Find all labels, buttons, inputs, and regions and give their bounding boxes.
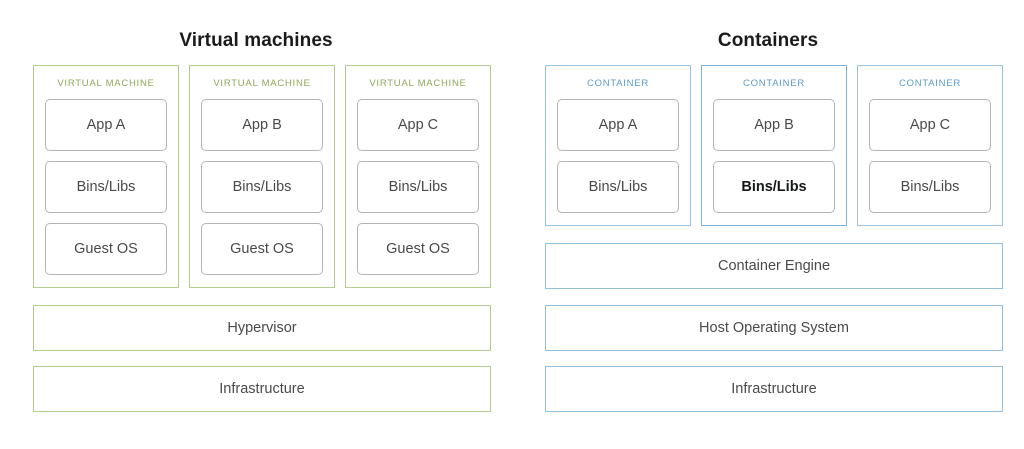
container-panel-3: CONTAINER App C Bins/Libs	[857, 65, 1003, 226]
container1-app-cell: App A	[557, 99, 679, 151]
host-operating-system-bar: Host Operating System	[545, 305, 1003, 351]
virtual-machines-section: Virtual machines VIRTUAL MACHINE App A B…	[33, 30, 491, 412]
vm1-app-cell: App A	[45, 99, 167, 151]
containers-title: Containers	[717, 30, 819, 51]
container2-app-cell: App B	[713, 99, 835, 151]
vm-infrastructure-bar: Infrastructure	[33, 366, 491, 412]
vm2-guestos-cell: Guest OS	[201, 223, 323, 275]
container-infrastructure-bar: Infrastructure	[545, 366, 1003, 412]
vm1-binslibs-cell: Bins/Libs	[45, 161, 167, 213]
containers-section: Containers CONTAINER App A Bins/Libs CON…	[512, 0, 1024, 449]
virtual-machine-label-1: VIRTUAL MACHINE	[57, 78, 155, 89]
container-label-1: CONTAINER	[587, 78, 649, 89]
container-panel-group: CONTAINER App A Bins/Libs CONTAINER App …	[545, 65, 1003, 226]
vm3-app-cell: App C	[357, 99, 479, 151]
vm3-guestos-cell: Guest OS	[357, 223, 479, 275]
virtual-machine-panel-1: VIRTUAL MACHINE App A Bins/Libs Guest OS	[33, 65, 179, 288]
virtual-machines-title: Virtual machines	[179, 30, 333, 51]
container3-app-cell: App C	[869, 99, 991, 151]
container-label-2: CONTAINER	[743, 78, 805, 89]
container3-binslibs-cell: Bins/Libs	[869, 161, 991, 213]
virtual-machine-panel-3: VIRTUAL MACHINE App C Bins/Libs Guest OS	[345, 65, 491, 288]
virtual-machine-label-3: VIRTUAL MACHINE	[369, 78, 467, 89]
vm2-app-cell: App B	[201, 99, 323, 151]
virtual-machine-label-2: VIRTUAL MACHINE	[213, 78, 311, 89]
container-label-3: CONTAINER	[899, 78, 961, 89]
container2-binslibs-cell: Bins/Libs	[713, 161, 835, 213]
vm1-guestos-cell: Guest OS	[45, 223, 167, 275]
virtual-machine-panel-group: VIRTUAL MACHINE App A Bins/Libs Guest OS…	[33, 65, 491, 288]
virtual-machine-panel-2: VIRTUAL MACHINE App B Bins/Libs Guest OS	[189, 65, 335, 288]
container1-binslibs-cell: Bins/Libs	[557, 161, 679, 213]
container-panel-2: CONTAINER App B Bins/Libs	[701, 65, 847, 226]
container-engine-bar: Container Engine	[545, 243, 1003, 289]
vm2-binslibs-cell: Bins/Libs	[201, 161, 323, 213]
container-panel-1: CONTAINER App A Bins/Libs	[545, 65, 691, 226]
vm3-binslibs-cell: Bins/Libs	[357, 161, 479, 213]
hypervisor-bar: Hypervisor	[33, 305, 491, 351]
